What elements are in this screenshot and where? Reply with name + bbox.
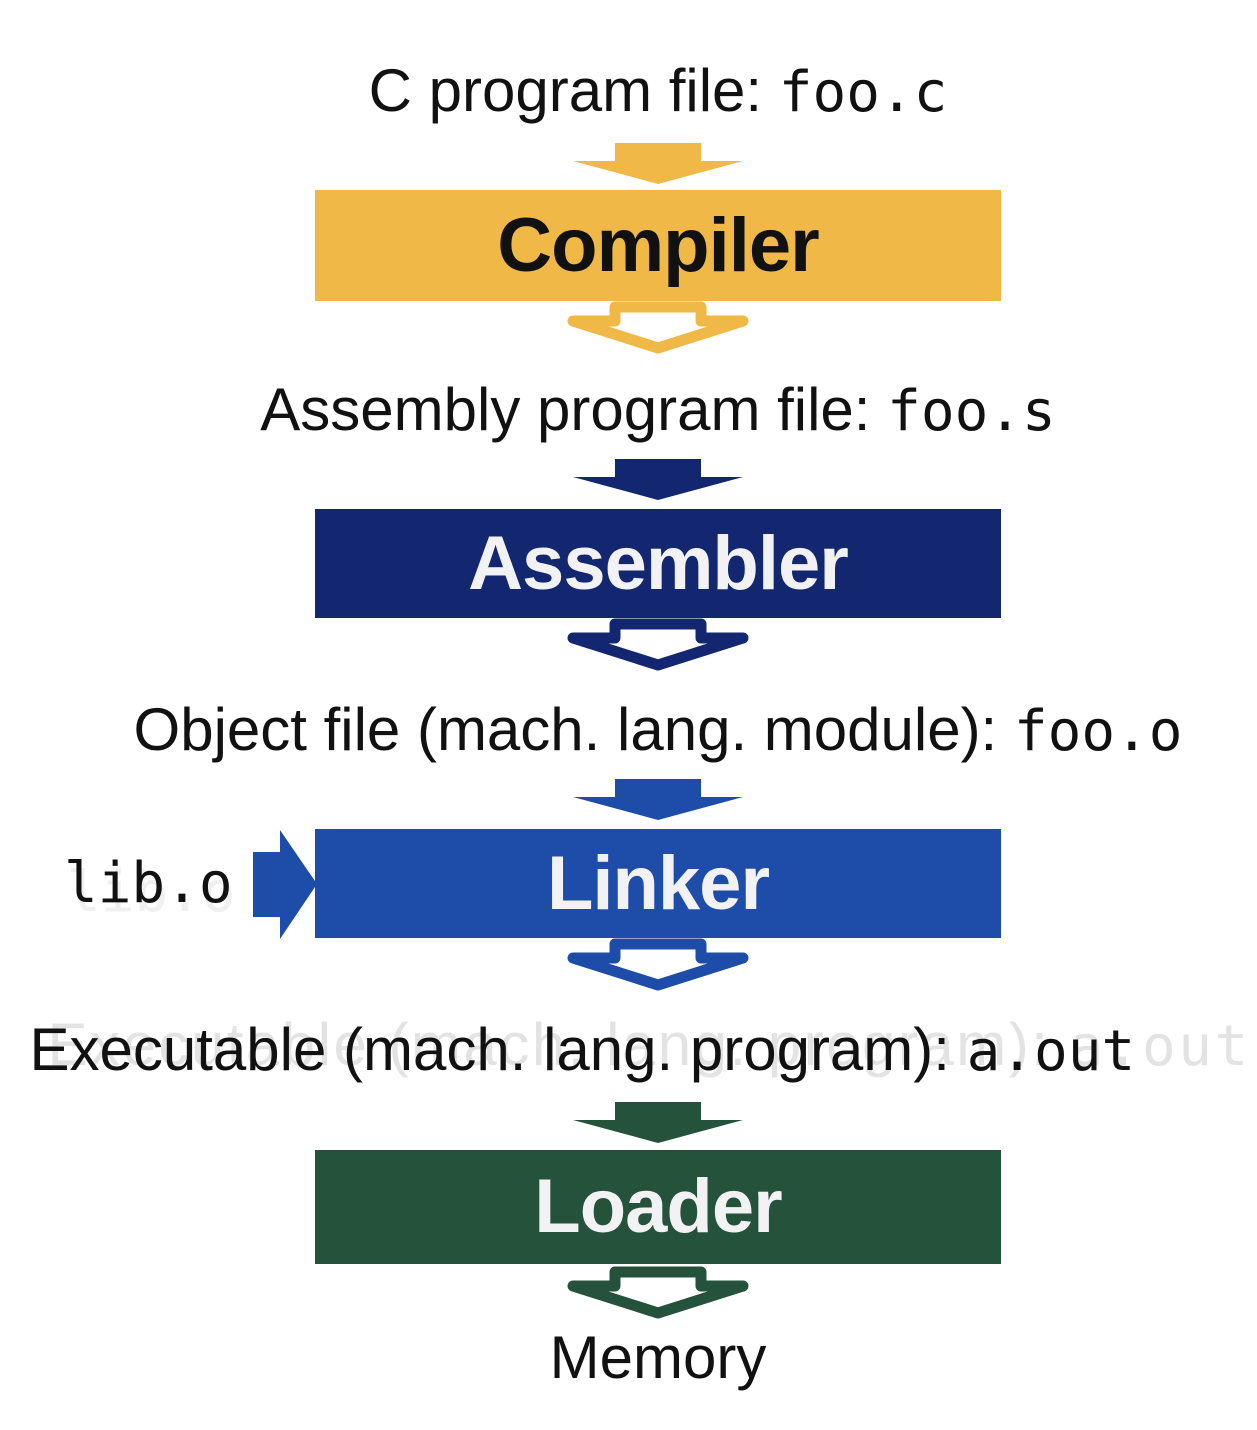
compiler-box-title: Compiler	[497, 202, 819, 288]
assembler-box: Assembler	[315, 509, 1001, 618]
executable-ghost-text: Executable (mach. lang. program): a.out	[47, 1011, 1251, 1079]
assembler-input-down-arrow-icon	[573, 459, 743, 500]
c-program-file-label: C program file: foo.c	[369, 57, 948, 125]
object-file-text: Object file (mach. lang. module):	[133, 696, 1014, 763]
compiler-input-down-arrow-icon	[573, 143, 743, 184]
lib-o-label: lib.o	[64, 856, 233, 912]
assembly-file-text: Assembly program file:	[260, 376, 888, 443]
assembler-output-down-arrow-icon	[563, 614, 753, 675]
c-program-file-text: C program file:	[368, 57, 779, 124]
executable-file-label: Executable (mach. lang. program): a.out …	[30, 1011, 1257, 1084]
compiler-output-down-arrow-icon	[563, 297, 753, 358]
object-filename: foo.o	[1013, 699, 1183, 764]
memory-label: Memory	[550, 1324, 767, 1391]
executable-file-text: Executable (mach. lang. program):	[29, 1016, 967, 1083]
assembly-filename: foo.s	[887, 379, 1056, 444]
assembly-file-label: Assembly program file: foo.s	[260, 376, 1055, 444]
loader-input-down-arrow-icon	[573, 1102, 743, 1143]
executable-filename: a.out	[966, 1019, 1136, 1084]
loader-box-title: Loader	[534, 1164, 782, 1249]
object-file-label: Object file (mach. lang. module): foo.o	[134, 696, 1183, 764]
assembler-box-title: Assembler	[468, 520, 849, 606]
lib-o-filename: lib.o	[64, 851, 233, 916]
lib-o-right-arrow-icon	[253, 830, 317, 939]
c-program-filename: foo.c	[778, 60, 948, 125]
compiler-box: Compiler	[315, 190, 1001, 301]
executable-main-text: Executable (mach. lang. program): a.out	[30, 1016, 1136, 1083]
linker-output-down-arrow-icon	[563, 934, 753, 995]
linker-input-down-arrow-icon	[573, 779, 743, 820]
linker-box: Linker	[315, 829, 1001, 938]
loader-box: Loader	[315, 1150, 1001, 1264]
memory-text: Memory	[549, 1324, 767, 1391]
loader-output-down-arrow-icon	[563, 1262, 753, 1323]
linker-box-title: Linker	[546, 840, 770, 926]
